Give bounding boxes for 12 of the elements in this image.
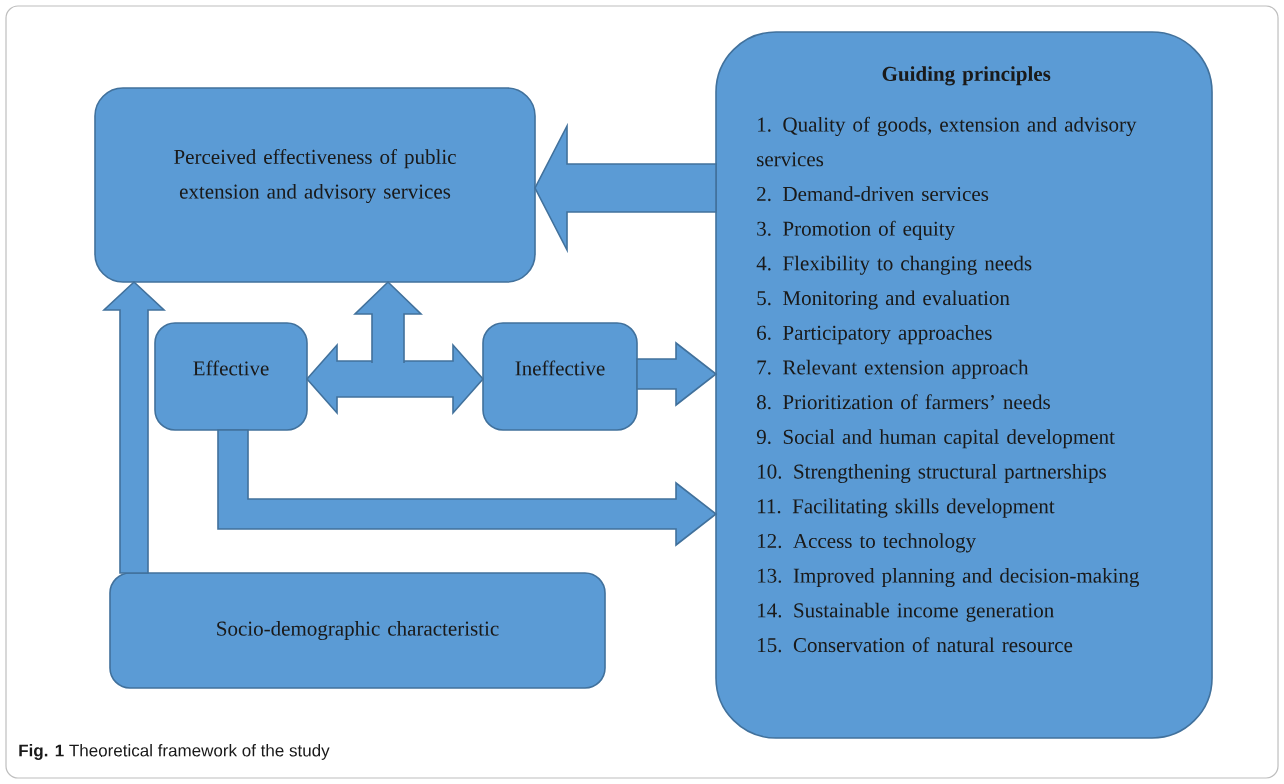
- category-box: Effective: [154, 322, 308, 431]
- outcome-box: Perceived effectiveness of public extension and advisory services: [94, 87, 536, 283]
- block-arrow: [534, 122, 717, 254]
- figure-caption: Fig. 1 Theoretical framework of the study: [19, 744, 330, 760]
- factor-box: Socio-demographic characteristic: [109, 572, 606, 689]
- block-arrow: [101, 280, 167, 574]
- block-arrow: [305, 342, 485, 416]
- block-arrow: [636, 341, 718, 407]
- category-box: Ineffective: [482, 322, 638, 431]
- block-arrow: [353, 280, 423, 364]
- block-arrow: [217, 429, 718, 547]
- principles-box: Guiding principles 1. Quality of goods, extension and advisory services 2. Demand-driven services 3. Promotion of equity 4. Flexibility to changing needs 5. Monitoring and evaluation 6. Participatory approaches 7. Relevant extension approach 8. Prioritization of farmers’ needs 9. Social and human capital development 10. Strengthening structural partnerships 11. Facilitating skills development 12. Access to technology 13. Improved planning and decision-making 14. Sustainable income generation 15. Conservation of natural resource: [715, 31, 1213, 739]
